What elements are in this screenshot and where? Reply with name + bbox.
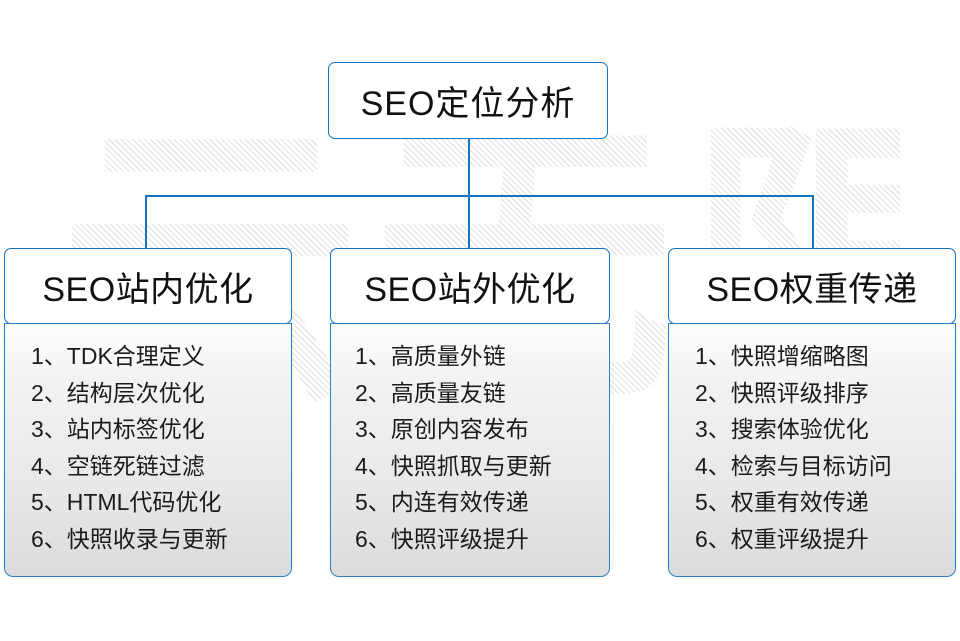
- branch-header-2[interactable]: SEO站外优化: [330, 248, 610, 324]
- branch-column-1: SEO站内优化 1、TDK合理定义 2、结构层次优化 3、站内标签优化 4、空链…: [4, 248, 292, 577]
- list-item: 4、检索与目标访问: [695, 452, 892, 479]
- list-item: 5、权重有效传递: [695, 489, 869, 515]
- list-item: 2、快照评级排序: [695, 379, 869, 406]
- branch-list-2: 1、高质量外链 2、高质量友链 3、原创内容发布 4、快照抓取与更新 5、内连有…: [330, 323, 610, 577]
- branch-header-3[interactable]: SEO权重传递: [668, 248, 956, 324]
- list-item: 4、空链死链过滤: [31, 452, 205, 479]
- connector-drop-branch-3: [812, 195, 814, 249]
- list-item: 3、站内标签优化: [31, 416, 205, 442]
- branch-list-1: 1、TDK合理定义 2、结构层次优化 3、站内标签优化 4、空链死链过滤 5、H…: [4, 323, 292, 577]
- list-item: 5、HTML代码优化: [31, 489, 222, 515]
- connector-drop-branch-2: [468, 195, 470, 249]
- list-item: 2、结构层次优化: [31, 379, 205, 406]
- branch-header-title-3: SEO权重传递: [706, 270, 918, 309]
- list-item: 3、原创内容发布: [355, 416, 529, 442]
- branch-header-1[interactable]: SEO站内优化: [4, 248, 292, 324]
- connector-drop-branch-1: [145, 195, 147, 249]
- branch-header-title-2: SEO站外优化: [364, 270, 576, 309]
- list-item: 5、内连有效传递: [355, 489, 529, 515]
- list-item: 6、快照收录与更新: [31, 525, 228, 552]
- list-item: 1、快照增缩略图: [695, 343, 869, 369]
- branch-header-title-1: SEO站内优化: [42, 270, 254, 309]
- connector-root-vertical: [468, 138, 470, 197]
- list-item: 3、搜索体验优化: [695, 416, 869, 442]
- branch-column-2: SEO站外优化 1、高质量外链 2、高质量友链 3、原创内容发布 4、快照抓取与…: [330, 248, 610, 577]
- list-item: 1、TDK合理定义: [31, 343, 205, 369]
- list-item: 2、高质量友链: [355, 379, 506, 406]
- root-node[interactable]: SEO定位分析: [328, 62, 608, 139]
- list-item: 6、权重评级提升: [695, 525, 869, 552]
- list-item: 1、高质量外链: [355, 343, 506, 369]
- root-node-title: SEO定位分析: [360, 85, 576, 123]
- list-item: 4、快照抓取与更新: [355, 452, 552, 479]
- list-item: 6、快照评级提升: [355, 525, 529, 552]
- branch-list-3: 1、快照增缩略图 2、快照评级排序 3、搜索体验优化 4、检索与目标访问 5、权…: [668, 323, 956, 577]
- connector-horizontal-bar: [145, 195, 814, 197]
- branch-column-3: SEO权重传递 1、快照增缩略图 2、快照评级排序 3、搜索体验优化 4、检索与…: [668, 248, 956, 577]
